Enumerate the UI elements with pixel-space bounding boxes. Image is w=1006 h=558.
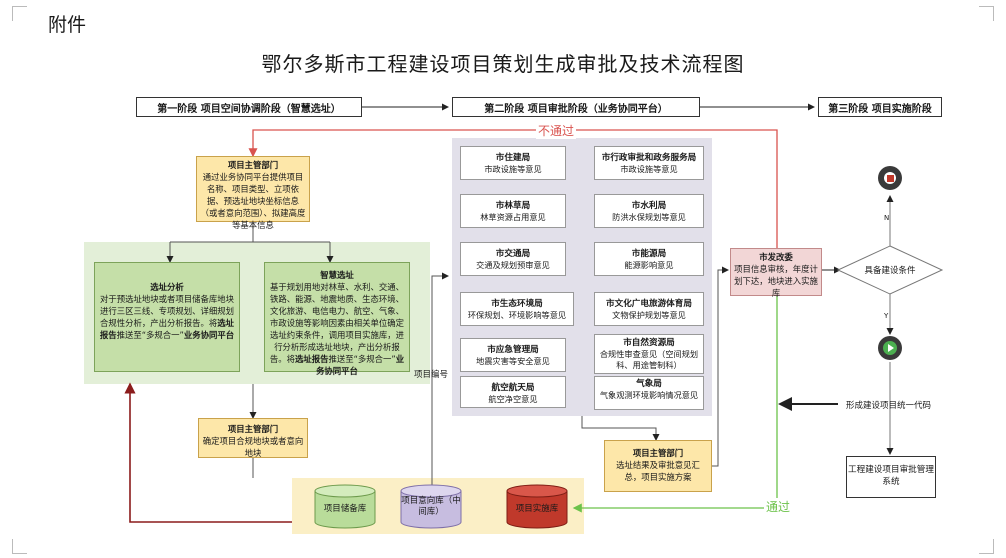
corner-mark <box>979 6 994 21</box>
dept-name: 市行政审批和政务服务局 <box>601 153 697 163</box>
summary-dept-box: 项目主管部门 选址结果及审批意见汇总，项目实施方案 <box>604 440 712 492</box>
dept-box-hangkong: 航空航天局 航空净空意见 <box>460 376 566 408</box>
dept-box-ziran: 市自然资源局 合规性审查意见（空间规划科、用途管制科） <box>594 334 704 374</box>
smart-site-strong: 选址报告 <box>294 354 329 364</box>
fagai-body: 项目信息审核，年度计划下达，地块进入实施库 <box>734 264 818 298</box>
site-analysis-body2: 推送至“多规合一” <box>116 330 184 340</box>
dept-box-nengyuan: 市能源局 能源影响意见 <box>594 242 704 276</box>
fagai-box: 市发改委 项目信息审核，年度计划下达，地块进入实施库 <box>730 248 822 298</box>
site-analysis-title: 选址分析 <box>150 282 184 292</box>
implement-db-label: 项目实施库 <box>515 504 559 514</box>
dept-box-qixiang: 气象局 气象观测环境影响情况意见 <box>594 376 704 410</box>
unified-code-label: 形成建设项目统一代码 <box>846 401 932 411</box>
dept-desc: 地震灾害等安全意见 <box>476 356 550 366</box>
dept-box-jiaotong: 市交通局 交通及规划预审意见 <box>460 242 566 276</box>
summary-dept-body: 选址结果及审批意见汇总，项目实施方案 <box>616 460 700 482</box>
dept-desc: 市政设施等意见 <box>484 164 542 174</box>
dept-desc: 市政设施等意见 <box>620 164 678 174</box>
confirm-dept-box: 项目主管部门 确定项目合规地块或者意向地块 <box>198 418 308 458</box>
fagai-title: 市发改委 <box>759 252 793 262</box>
yes-label: Y <box>884 312 889 320</box>
dept-desc: 合规性审查意见（空间规划科、用途管制科） <box>599 349 699 370</box>
dept-box-yingji: 市应急管理局 地震灾害等安全意见 <box>460 338 566 372</box>
site-analysis-strong: 选址报告 <box>99 318 234 340</box>
page-title: 鄂尔多斯市工程建设项目策划生成审批及技术流程图 <box>261 52 745 76</box>
site-analysis-body: 对于预选址地块或者项目储备库地块进行三区三线、专项规划、详细规划合规性分析，产出… <box>100 294 234 328</box>
stop-icon <box>878 166 902 190</box>
project-dept-body: 通过业务协同平台提供项目名称、项目类型、立项依据、预选址地块坐标信息（或者意向范… <box>200 172 306 230</box>
site-analysis-strong2: 业务协同平台 <box>183 330 235 340</box>
dept-desc: 林草资源占用意见 <box>480 212 546 222</box>
corner-mark <box>12 539 27 554</box>
corner-mark <box>12 6 27 21</box>
dept-desc: 文物保护规划等意见 <box>612 310 686 320</box>
intent-db-label: 项目意向库（中间库） <box>401 496 461 517</box>
site-analysis-box: 选址分析 对于预选址地块或者项目储备库地块进行三区三线、专项规划、详细规划合规性… <box>94 262 240 372</box>
dept-name: 市水利局 <box>631 201 667 211</box>
project-dept-title: 项目主管部门 <box>227 160 279 170</box>
dept-name: 市交通局 <box>495 249 531 259</box>
smart-site-body: 基于规划用地对林草、水利、交通、铁路、能源、地震地质、生态环境、文化旅游、电信电… <box>269 282 404 364</box>
dept-name: 市自然资源局 <box>623 338 675 348</box>
dept-box-shuili: 市水利局 防洪水保规划等意见 <box>594 194 704 228</box>
corner-mark <box>979 539 994 554</box>
dept-name: 市能源局 <box>631 249 667 259</box>
stage-1: 第一阶段 项目空间协调阶段（智慧选址） <box>136 97 362 117</box>
reject-label: 不通过 <box>536 122 577 139</box>
dept-box-wenhua: 市文化广电旅游体育局 文物保护规划等意见 <box>594 292 704 326</box>
project-code-label: 项目编号 <box>414 370 449 380</box>
confirm-dept-title: 项目主管部门 <box>227 424 279 434</box>
dept-desc: 交通及规划预审意见 <box>476 260 550 270</box>
dept-name: 市生态环境局 <box>491 299 543 309</box>
decision-label: 具备建设条件 <box>864 266 916 276</box>
dept-box-zhujian: 市住建局 市政设施等意见 <box>460 146 566 180</box>
stage-2: 第二阶段 项目审批阶段（业务协同平台） <box>452 97 700 117</box>
smart-site-title: 智慧选址 <box>320 270 354 280</box>
project-dept-box: 项目主管部门 通过业务协同平台提供项目名称、项目类型、立项依据、预选址地块坐标信… <box>196 156 310 230</box>
reserve-db-cylinder <box>314 484 376 529</box>
confirm-dept-body: 确定项目合规地块或者意向地块 <box>202 436 304 458</box>
no-label: N <box>884 214 890 222</box>
dept-name: 市文化广电旅游体育局 <box>606 299 692 309</box>
dept-name: 航空航天局 <box>491 383 535 393</box>
dept-desc: 气象观测环境影响情况意见 <box>599 390 699 400</box>
smart-site-body2: 推送至“多规合一” <box>328 354 396 364</box>
implement-db-cylinder <box>506 484 568 529</box>
dept-desc: 防洪水保规划等意见 <box>612 212 686 222</box>
dept-box-shengtai: 市生态环境局 环保规划、环境影响等意见 <box>460 292 574 326</box>
annex-label: 附件 <box>48 14 87 36</box>
dept-name: 市林草局 <box>495 201 531 211</box>
smart-site-strong2: 业务协同平台 <box>316 354 405 376</box>
summary-dept-title: 项目主管部门 <box>632 448 684 458</box>
smart-site-box: 智慧选址 基于规划用地对林草、水利、交通、铁路、能源、地震地质、生态环境、文化旅… <box>264 262 410 376</box>
pass-label: 通过 <box>764 498 793 515</box>
dept-desc: 能源影响意见 <box>624 260 674 270</box>
dept-desc: 环保规划、环境影响等意见 <box>467 310 567 320</box>
reserve-db-label: 项目储备库 <box>323 504 367 514</box>
intent-db-cylinder <box>400 484 462 529</box>
dept-box-xingzheng: 市行政审批和政务服务局 市政设施等意见 <box>594 146 704 180</box>
mgmt-system-box: 工程建设项目审批管理系统 <box>846 456 936 498</box>
play-icon <box>878 336 902 360</box>
dept-box-lincao: 市林草局 林草资源占用意见 <box>460 194 566 228</box>
dept-name: 市住建局 <box>495 153 531 163</box>
dept-name: 气象局 <box>636 379 662 389</box>
dept-name: 市应急管理局 <box>487 345 539 355</box>
stage-3: 第三阶段 项目实施阶段 <box>818 97 942 117</box>
dept-desc: 航空净空意见 <box>488 394 538 404</box>
